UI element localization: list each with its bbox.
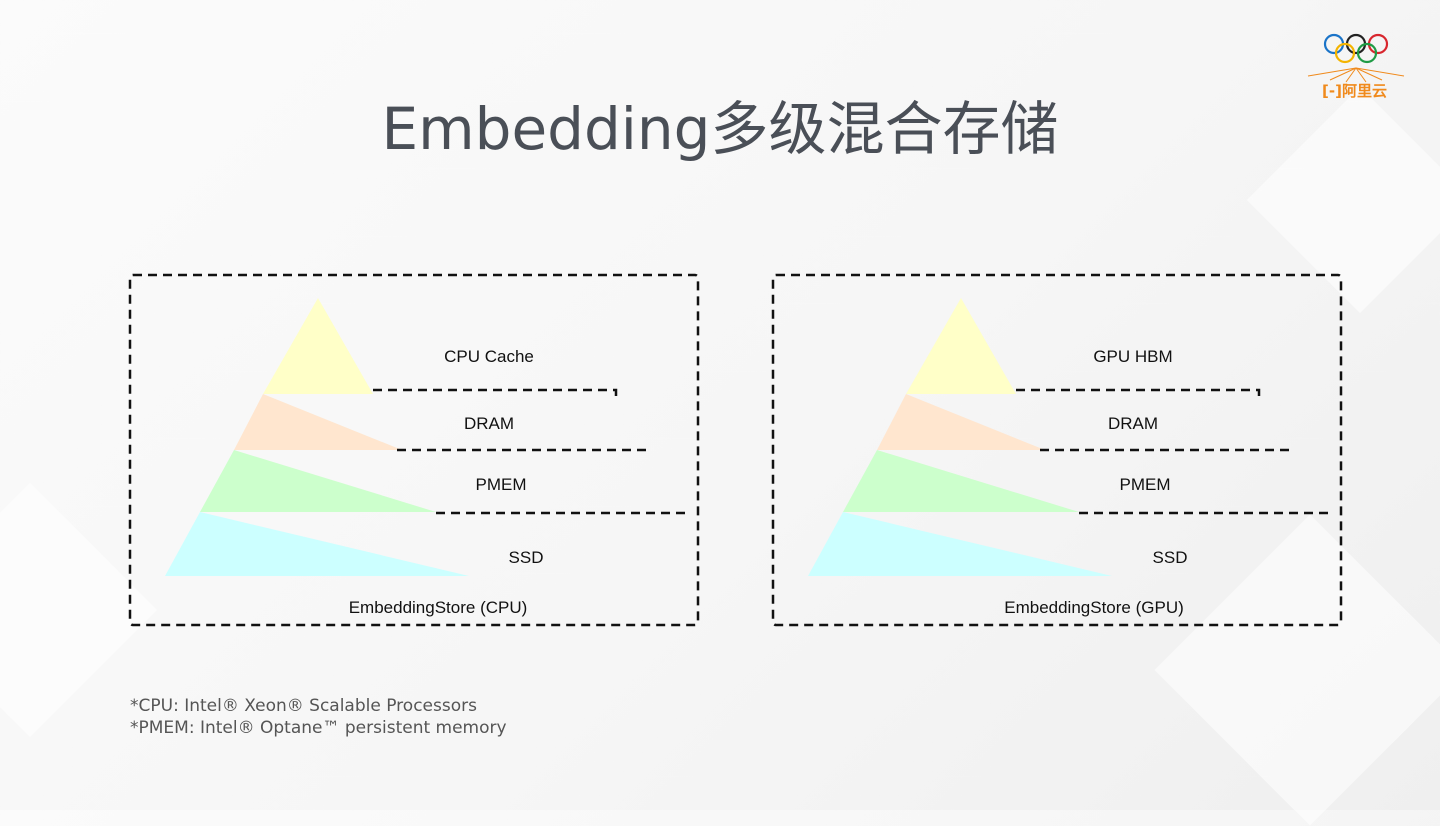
pyramid-tier-1 (263, 298, 373, 394)
aliyun-bracket-icon: [-] (1322, 82, 1342, 100)
pyramid-tier-3 (843, 450, 1079, 512)
pyramid-tier-4 (808, 512, 1112, 576)
diagram-caption: EmbeddingStore (CPU) (348, 598, 528, 617)
olympic-rings-logo (1307, 33, 1405, 83)
tier-label: PMEM (475, 475, 527, 494)
pyramid-tier-2 (877, 394, 1045, 450)
diagram-cpu: CPU Cache DRAM PMEM SSD EmbeddingStore (… (125, 270, 705, 630)
tier-label: SSD (508, 548, 544, 567)
footnotes: *CPU: Intel® Xeon® Scalable Processors *… (130, 695, 507, 739)
aliyun-logo-text: [-]阿里云 (1322, 82, 1387, 100)
pyramid-tier-4 (165, 512, 469, 576)
pyramid-tier-3 (200, 450, 436, 512)
tier-label: CPU Cache (444, 347, 534, 366)
footnote-cpu: *CPU: Intel® Xeon® Scalable Processors (130, 696, 477, 716)
pyramid-tier-1 (906, 298, 1016, 394)
footnote-pmem: *PMEM: Intel® Optane™ persistent memory (130, 718, 507, 738)
page-title: Embedding多级混合存储 (381, 95, 1059, 163)
diagram-gpu: GPU HBM DRAM PMEM SSD EmbeddingStore (GP… (768, 270, 1348, 630)
tier-label: SSD (1152, 548, 1188, 567)
diagram-caption: EmbeddingStore (GPU) (1004, 598, 1184, 617)
tier-label: PMEM (1119, 475, 1171, 494)
tier-label: DRAM (463, 414, 515, 433)
pyramid-tier-2 (234, 394, 402, 450)
tier-label: DRAM (1107, 414, 1159, 433)
tier-label: GPU HBM (1093, 347, 1173, 366)
